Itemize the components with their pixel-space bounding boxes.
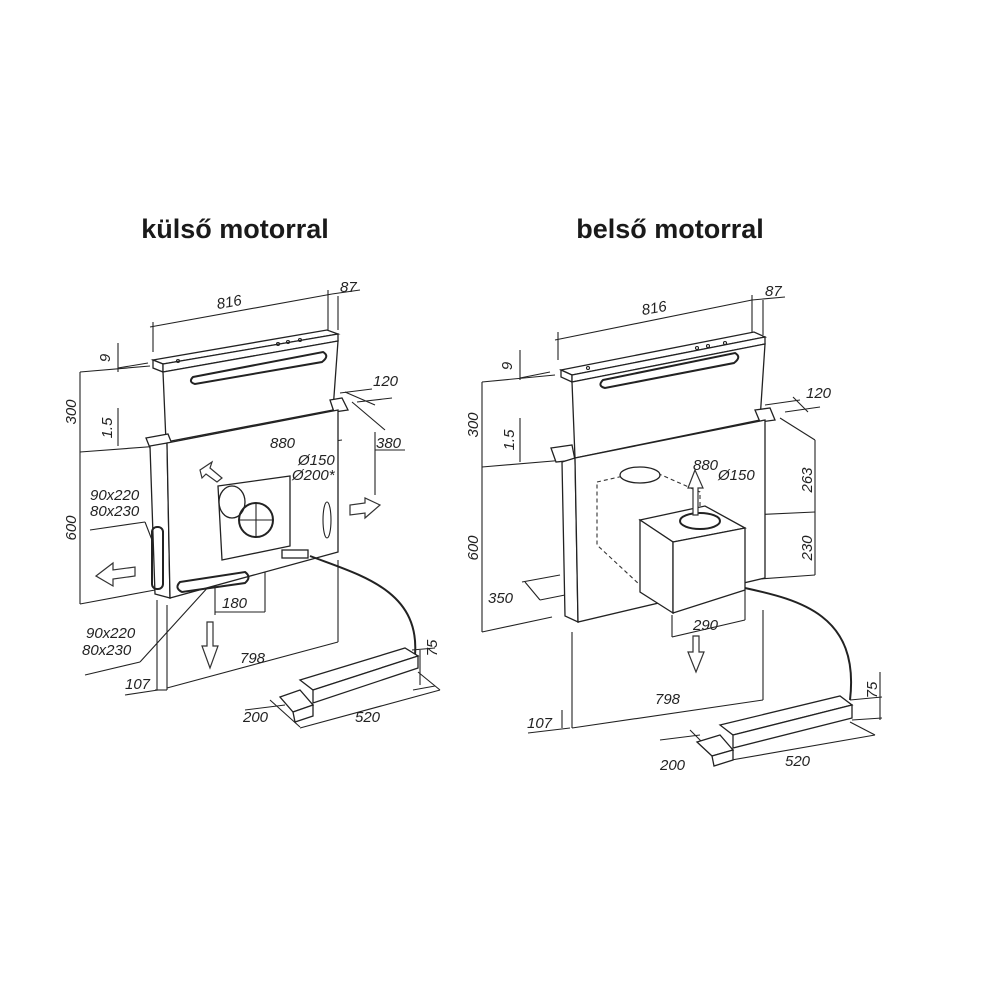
airflow-arrow-down-icon [201,621,219,670]
dim-height-230: 230 [799,535,816,562]
airflow-arrow-right-icon [349,497,382,520]
bottom-opening [176,570,250,594]
dim-motor-length: 520 [785,753,811,770]
dim-side-opening-1: 90x220 [90,487,140,504]
motor-box-front [732,704,853,749]
dim-bottom-offset: 180 [222,595,248,612]
dim-width-cut: 880 [693,457,719,474]
motor-box-small-front [292,704,314,723]
dim-depth-body: 107 [125,676,151,693]
dim-bottom-opening-2: 80x230 [82,642,132,659]
dim-height-up: 300 [465,412,482,438]
airflow-arrow-down-icon [687,635,705,674]
dim-width-body: 798 [240,650,266,667]
dim-motor-box-width: 200 [659,757,686,774]
handle-slot [599,351,740,390]
side-opening [151,526,164,590]
dim-motor-width: 200 [242,709,269,726]
dim-depth-top: 87 [340,279,357,296]
duct-ring [218,485,246,519]
airflow-arrow-up-icon [687,468,704,516]
dim-flange: 120 [806,385,832,402]
flange-right [329,397,349,413]
dim-width-cut: 880 [270,435,296,452]
dim-gap: 1.5 [501,429,518,451]
airflow-arrow-left-icon [94,561,136,588]
motor-cube-front [672,527,746,614]
dim-flange: 120 [373,373,399,390]
dim-motor-width: 290 [692,617,719,634]
dim-motor-length: 520 [355,709,381,726]
dim-lid: 9 [499,361,516,370]
flange-right [754,407,776,423]
dim-width-body: 798 [655,691,681,708]
motor-box-small-front [711,749,734,767]
dim-gap: 1.5 [99,417,116,439]
dim-width-top: 816 [640,298,668,319]
dim-height-263: 263 [799,467,816,494]
control-dots [175,337,303,364]
dim-motor-height: 75 [424,639,441,656]
hood-drawing-internal: 816 87 9 300 1.5 120 880 Ø150 263 230 60… [465,283,883,774]
title-external-motor: külső motorral [141,214,329,244]
duct-outlet [679,512,721,530]
dim-motor-depth: 350 [488,590,514,607]
control-dots [585,340,728,371]
dimension-lines [481,295,883,763]
airflow-arrow-back-icon [199,460,223,483]
dim-height-body: 600 [465,535,482,561]
dim-depth-cut: 380 [376,435,402,452]
motor-box-front [312,655,419,704]
dim-lid: 9 [97,353,114,362]
dim-height-up: 300 [63,399,80,425]
dim-height-body: 600 [63,515,80,541]
handle-slot [189,350,328,386]
dim-width-top: 816 [215,292,243,313]
side-slot [322,501,332,539]
motor-cable [309,555,417,656]
dim-motor-height: 75 [864,681,881,698]
dim-side-opening-2: 80x230 [90,503,140,520]
title-internal-motor: belső motorral [576,214,764,244]
dim-depth-body: 107 [527,715,553,732]
dim-duct-150: Ø150 [297,452,335,469]
dim-bottom-opening-1: 90x220 [86,625,136,642]
dim-depth-top: 87 [765,283,782,300]
dim-duct-200: Ø200* [291,467,336,484]
hood-drawing-external: 816 87 9 300 1.5 120 880 380 Ø150 Ø200* … [63,279,441,729]
hidden-duct [619,466,661,484]
dim-duct-150: Ø150 [717,467,755,484]
connector [281,549,309,559]
motor-cable [744,587,853,701]
